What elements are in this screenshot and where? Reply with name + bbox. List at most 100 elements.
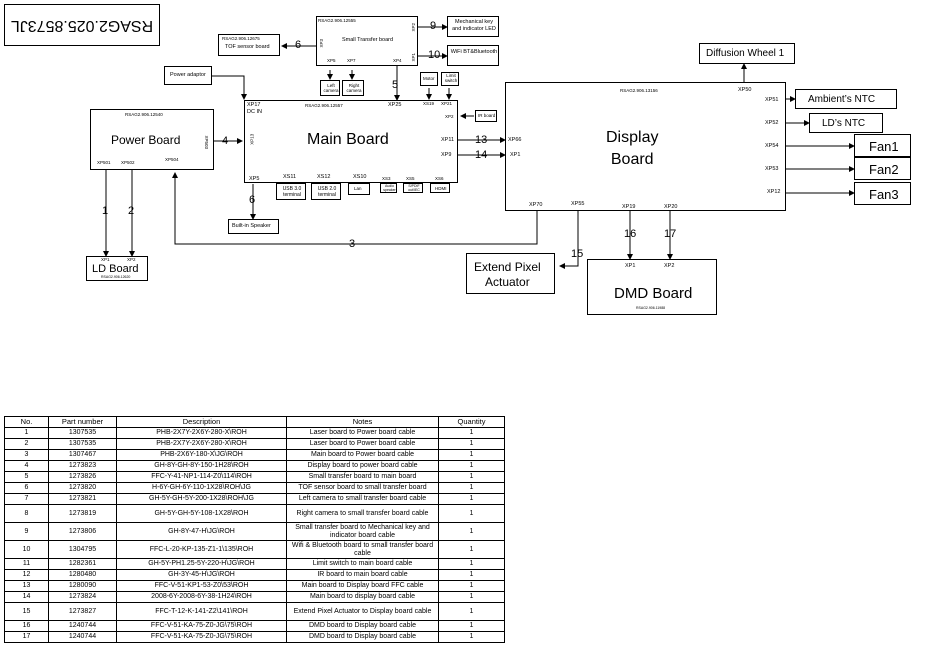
pin-xp17: XP17	[247, 102, 261, 108]
power-board-name: Power Board	[111, 133, 181, 147]
dmd-pin-xp2: XP2	[664, 263, 675, 269]
cell-part-number: 1273806	[48, 522, 117, 541]
cell-no: 11	[4, 558, 49, 570]
wire-label-16: 16	[624, 228, 637, 240]
pin-xp501: XP501	[97, 160, 111, 165]
usb3-terminal: USB 3.0 terminal	[276, 183, 306, 200]
cell-part-number: 1307535	[48, 438, 117, 450]
cell-description: FFC-V-51-KA-75-Z0-JG\75\ROH	[116, 620, 287, 632]
ld-pin-xp2: XP2	[127, 257, 136, 262]
pin-xs12: XS12	[317, 174, 331, 180]
audio-name: Audio speaker	[383, 184, 396, 192]
diffusion-wheel: Diffusion Wheel 1	[699, 43, 795, 64]
main-board-name: Main Board	[307, 131, 389, 148]
cell-no: 2	[4, 438, 49, 450]
pin-xp25: XP25	[388, 102, 402, 108]
pin-xp2: XP2	[445, 114, 454, 119]
cell-notes: Display board to power board cable	[286, 460, 439, 472]
lan-port: Lan	[348, 183, 370, 195]
pin-xs10: XS10	[353, 174, 367, 180]
dmd-code: RSAG2.906.11988	[636, 306, 666, 310]
cell-notes: Wifi & Bluetooth board to small transfer…	[286, 540, 439, 559]
usb2-terminal: USB 2.0 terminal	[311, 183, 341, 200]
cell-quantity: 1	[438, 427, 505, 439]
cell-part-number: 1280090	[48, 580, 117, 592]
hdmi-port: HDMI	[430, 183, 450, 193]
wire-label-13: 13	[475, 134, 488, 146]
pin-xp1: XP1	[411, 52, 417, 62]
cell-description: PHB-2X6Y-180-X\JG\ROH	[116, 449, 287, 461]
cell-no: 16	[4, 620, 49, 632]
cell-part-number: 1273824	[48, 591, 117, 603]
extend-pixel-actuator: Extend Pixel Actuator	[466, 253, 555, 294]
col-header-notes: Notes	[286, 416, 439, 428]
cell-quantity: 1	[438, 569, 505, 581]
cell-notes: Main board to Display board FFC cable	[286, 580, 439, 592]
col-header-description: Description	[116, 416, 287, 428]
cell-quantity: 1	[438, 438, 505, 450]
pin-xs19: XS19	[423, 101, 435, 106]
mech-key-name: Mechanical key and indicator LED	[452, 19, 496, 32]
cell-part-number: 1273819	[48, 504, 117, 523]
pin-xp503: XP503	[204, 135, 210, 150]
ir-board: IR board	[475, 110, 497, 122]
cell-part-number: 1273820	[48, 482, 117, 494]
cell-quantity: 1	[438, 493, 505, 505]
cell-description: FFC-L-20-KP-135-Z1-1\135\ROH	[116, 540, 287, 559]
cell-quantity: 1	[438, 471, 505, 483]
cell-part-number: 1273821	[48, 493, 117, 505]
wire-label-3: 4	[222, 135, 229, 147]
pin-xs11: XS11	[283, 174, 297, 180]
pin-xp502: XP502	[121, 160, 135, 165]
cell-quantity: 1	[438, 591, 505, 603]
wire-label-5: 5	[392, 79, 399, 91]
ld-code: RSAG2.906.12620	[101, 275, 131, 279]
pin-xp53: XP53	[765, 166, 779, 172]
pin-xp51: XP51	[765, 97, 779, 103]
cell-quantity: 1	[438, 482, 505, 494]
wire-label-14: 14	[475, 149, 488, 161]
pin-xs5: XS5	[406, 176, 415, 181]
wire-label-6-tof: 6	[295, 39, 302, 51]
ld-ntc-name: LD’s NTC	[822, 118, 866, 129]
wire-label-10: 10	[428, 49, 441, 61]
cell-quantity: 1	[438, 460, 505, 472]
limit-switch-name: Limit switch	[444, 73, 458, 83]
cell-notes: Laser board to Power board cable	[286, 438, 439, 450]
hdmi-name: HDMI	[435, 186, 447, 191]
wire-label-1: 1	[102, 205, 109, 217]
display-code: RSAG2.906.13156	[620, 88, 658, 93]
wire-label-9: 9	[430, 20, 437, 32]
pin-xp13-main: XP13	[249, 133, 255, 145]
cell-quantity: 1	[438, 620, 505, 632]
pin-xp5-main: XP5	[249, 176, 260, 182]
cell-description: GH-8Y-GH-8Y-150-1H28\ROH	[116, 460, 287, 472]
cell-notes: Small transfer board to main board	[286, 471, 439, 483]
cell-no: 17	[4, 631, 49, 643]
cell-notes: IR board to main board cable	[286, 569, 439, 581]
speaker-name: Built-in Speaker	[232, 223, 271, 229]
cell-description: 2008-6Y-2008-6Y-38-1H24\ROH	[116, 591, 287, 603]
cell-no: 1	[4, 427, 49, 439]
parts-table: No. Part number Description Notes Quanti…	[4, 416, 505, 643]
right-camera-name: Right camera	[346, 83, 362, 93]
motor: Motor	[420, 72, 438, 86]
cell-no: 8	[4, 504, 49, 523]
cell-description: FFC-V-51-KP1-53-Z0\53\ROH	[116, 580, 287, 592]
right-camera: Right camera	[342, 80, 364, 96]
cell-description: H-6Y-GH-6Y-110-1X28\ROH\JG	[116, 482, 287, 494]
wire-label-6-speaker: 6	[249, 194, 256, 206]
cell-description: GH-3Y-45-H\JG\ROH	[116, 569, 287, 581]
cell-part-number: 1307535	[48, 427, 117, 439]
small-transfer-board: RSAG2.906.12555 Small Transfer board XP3…	[316, 16, 418, 66]
power-adaptor: Power adaptor	[164, 66, 212, 85]
